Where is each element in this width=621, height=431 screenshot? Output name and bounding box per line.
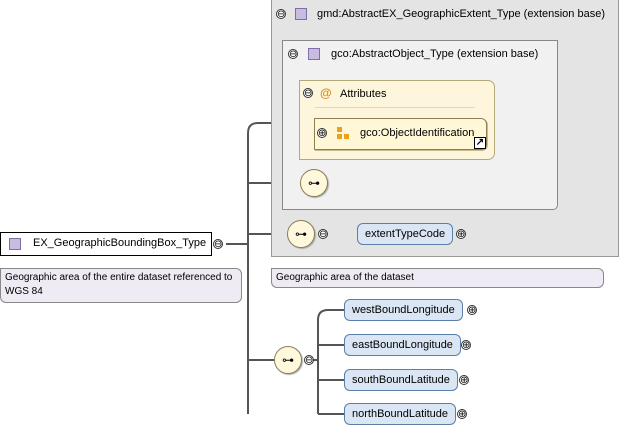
object-identification-group[interactable] bbox=[314, 118, 487, 150]
element-west-bound-longitude[interactable]: westBoundLongitude bbox=[344, 299, 463, 321]
collapse-icon[interactable]: ⊖ bbox=[276, 9, 286, 20]
collapse-icon[interactable]: ⊖ bbox=[213, 239, 223, 250]
main-element-note: Geographic area of the entire dataset re… bbox=[0, 268, 242, 303]
main-element-box[interactable] bbox=[0, 232, 212, 256]
complex-type-icon bbox=[9, 238, 21, 250]
expand-icon[interactable]: ⊕ bbox=[459, 375, 469, 386]
extension-base-note: Geographic area of the dataset bbox=[271, 268, 604, 288]
element-south-bound-latitude[interactable]: southBoundLatitude bbox=[344, 369, 458, 391]
expand-icon[interactable]: ⊕ bbox=[467, 305, 477, 316]
attributes-label: Attributes bbox=[340, 88, 387, 100]
attribute-at-icon: @ bbox=[320, 86, 332, 100]
sequence-icon[interactable]: ⊶ bbox=[287, 220, 315, 248]
element-east-bound-longitude[interactable]: eastBoundLongitude bbox=[344, 334, 461, 356]
expand-icon[interactable]: ⊕ bbox=[317, 128, 327, 139]
collapse-icon[interactable]: ⊖ bbox=[304, 355, 314, 366]
attribute-group-icon bbox=[337, 127, 351, 141]
object-identification-label: gco:ObjectIdentification bbox=[360, 127, 475, 139]
abstract-object-label: gco:AbstractObject_Type (extension base) bbox=[331, 48, 539, 60]
main-element-label: EX_GeographicBoundingBox_Type bbox=[33, 237, 207, 249]
sequence-icon[interactable]: ⊶ bbox=[274, 346, 302, 374]
complex-type-icon bbox=[295, 8, 307, 20]
attributes-divider bbox=[315, 107, 475, 108]
collapse-icon[interactable]: ⊖ bbox=[318, 229, 328, 240]
link-arrow-icon[interactable]: ↗ bbox=[474, 137, 486, 149]
extension-base-label: gmd:AbstractEX_GeographicExtent_Type (ex… bbox=[317, 8, 605, 20]
expand-icon[interactable]: ⊕ bbox=[456, 229, 466, 240]
element-north-bound-latitude[interactable]: northBoundLatitude bbox=[344, 403, 457, 425]
expand-icon[interactable]: ⊕ bbox=[457, 409, 467, 420]
collapse-icon[interactable]: ⊖ bbox=[303, 88, 313, 99]
expand-icon[interactable]: ⊕ bbox=[461, 340, 471, 351]
collapse-icon[interactable]: ⊖ bbox=[288, 49, 298, 60]
complex-type-icon bbox=[308, 48, 320, 60]
element-extent-type-code[interactable]: extentTypeCode bbox=[357, 223, 454, 245]
sequence-icon[interactable]: ⊶ bbox=[300, 169, 328, 197]
